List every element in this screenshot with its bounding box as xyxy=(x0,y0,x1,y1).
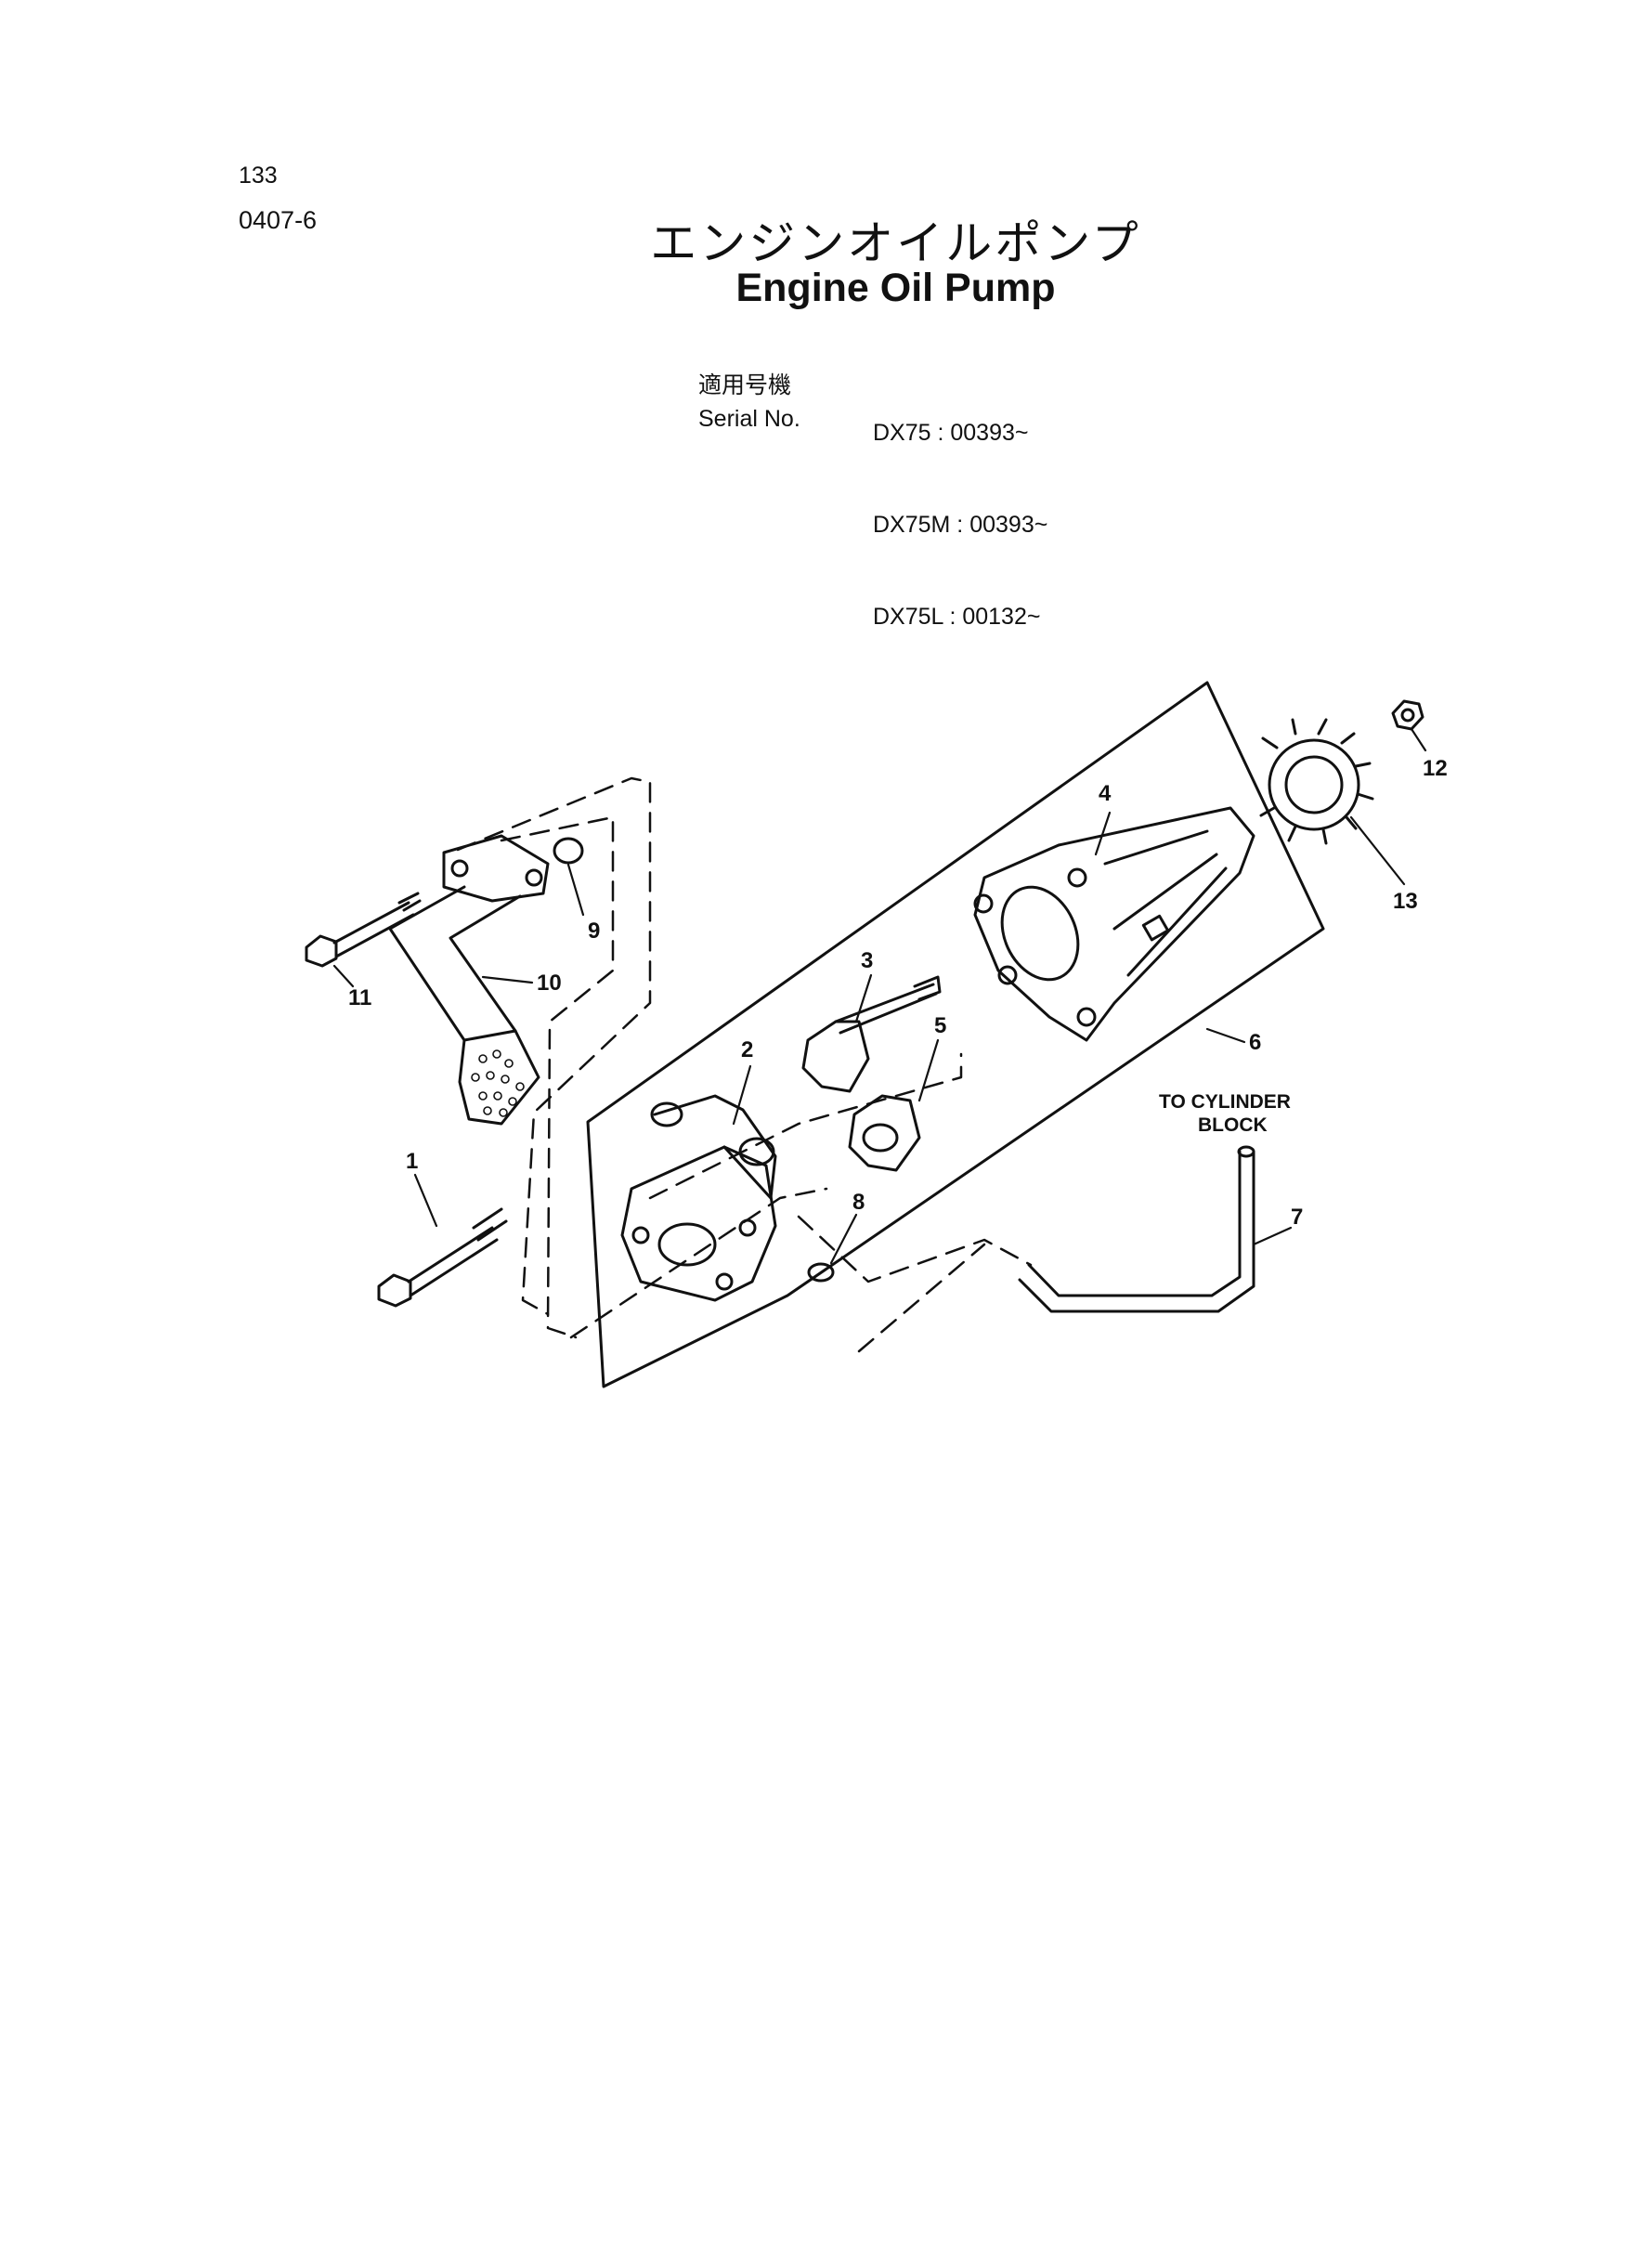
callout-5: 5 xyxy=(934,1013,946,1038)
drive-gear-part xyxy=(801,975,942,1093)
serial-model: DX75L : 00132~ xyxy=(873,604,1041,630)
serial-label-jp: 適用号機 xyxy=(698,372,792,398)
callout-2: 2 xyxy=(741,1037,753,1062)
serial-label-en: Serial No. xyxy=(698,406,800,432)
callout-8: 8 xyxy=(852,1190,865,1215)
callout-10: 10 xyxy=(537,971,562,996)
note-block: BLOCK xyxy=(1198,1114,1268,1136)
callout-9: 9 xyxy=(588,919,600,944)
note-to-cylinder: TO CYLINDER xyxy=(1159,1091,1291,1113)
dashed-guides xyxy=(456,776,1033,1353)
pump-cover-part xyxy=(620,1094,777,1302)
callout-labels: 1 2 3 4 5 6 7 8 9 10 11 12 13 TO CYLINDE… xyxy=(348,756,1448,1230)
callout-1: 1 xyxy=(406,1149,418,1174)
callout-13: 13 xyxy=(1393,889,1418,914)
callout-11: 11 xyxy=(348,985,371,1010)
bolt-part-1 xyxy=(377,1207,508,1308)
page-number: 133 xyxy=(239,163,278,189)
serial-label: 適用号機 Serial No. xyxy=(698,369,800,436)
serial-values: DX75 : 00393~ DX75M : 00393~ DX75L : 001… xyxy=(873,357,1047,663)
callout-3: 3 xyxy=(861,948,873,973)
nut-part xyxy=(1391,699,1424,731)
serial-model: DX75M : 00393~ xyxy=(873,512,1048,538)
callout-4: 4 xyxy=(1099,781,1112,806)
callout-7: 7 xyxy=(1291,1205,1303,1230)
oil-pipe-part xyxy=(1018,1145,1255,1313)
title-english: Engine Oil Pump xyxy=(735,266,1056,310)
pump-body-part xyxy=(973,806,1255,1042)
serial-model: DX75 : 00393~ xyxy=(873,420,1029,446)
suction-pipe-part xyxy=(388,834,550,1126)
o-ring-part xyxy=(807,1262,835,1283)
gasket-ring-part xyxy=(553,837,584,865)
sprocket-gear-part xyxy=(1259,718,1374,845)
bolt-part-11 xyxy=(305,892,422,968)
title-japanese: エンジンオイルポンプ xyxy=(650,216,1141,270)
callout-6: 6 xyxy=(1249,1030,1261,1055)
driven-gear-part xyxy=(848,1094,921,1172)
assembly-outline xyxy=(586,681,1325,1388)
document-code: 0407-6 xyxy=(239,206,318,234)
callout-12: 12 xyxy=(1423,756,1448,781)
leader-lines xyxy=(332,727,1427,1265)
